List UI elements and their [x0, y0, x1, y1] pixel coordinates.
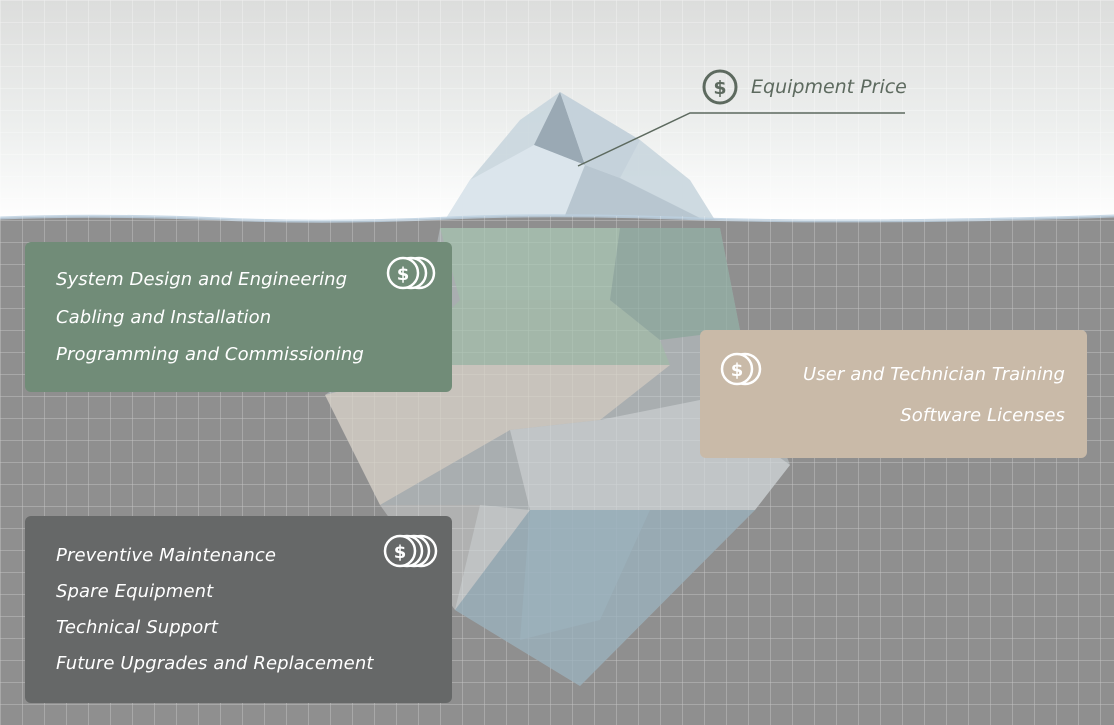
list-item: Technical Support [56, 617, 219, 638]
list-item: Programming and Commissioning [56, 344, 364, 365]
dollar-circle-icon: $ [702, 69, 738, 105]
list-item: Software Licenses [900, 405, 1065, 426]
group-grey: Preventive Maintenance Spare Equipment T… [25, 516, 452, 703]
list-item: User and Technician Training [802, 364, 1065, 385]
equipment-price-callout: $ [577, 69, 905, 167]
equipment-price-label: Equipment Price [751, 76, 907, 98]
group-green: System Design and Engineering Cabling an… [25, 242, 452, 392]
list-item: System Design and Engineering [56, 269, 348, 290]
iceberg-submerged [325, 228, 790, 686]
list-item: Preventive Maintenance [56, 545, 277, 566]
iceberg-tip [440, 92, 720, 228]
svg-text:$: $ [397, 264, 410, 285]
list-item: Future Upgrades and Replacement [56, 653, 374, 674]
list-item: Cabling and Installation [56, 307, 272, 328]
svg-text:$: $ [394, 542, 407, 563]
dollar-coins-icon: $ [720, 352, 762, 386]
svg-text:$: $ [731, 360, 744, 381]
dollar-coins-icon: $ [386, 256, 436, 290]
group-beige: User and Technician Training Software Li… [700, 330, 1087, 458]
list-item: Spare Equipment [56, 581, 214, 602]
svg-text:$: $ [713, 77, 726, 99]
dollar-coins-icon: $ [383, 534, 438, 568]
